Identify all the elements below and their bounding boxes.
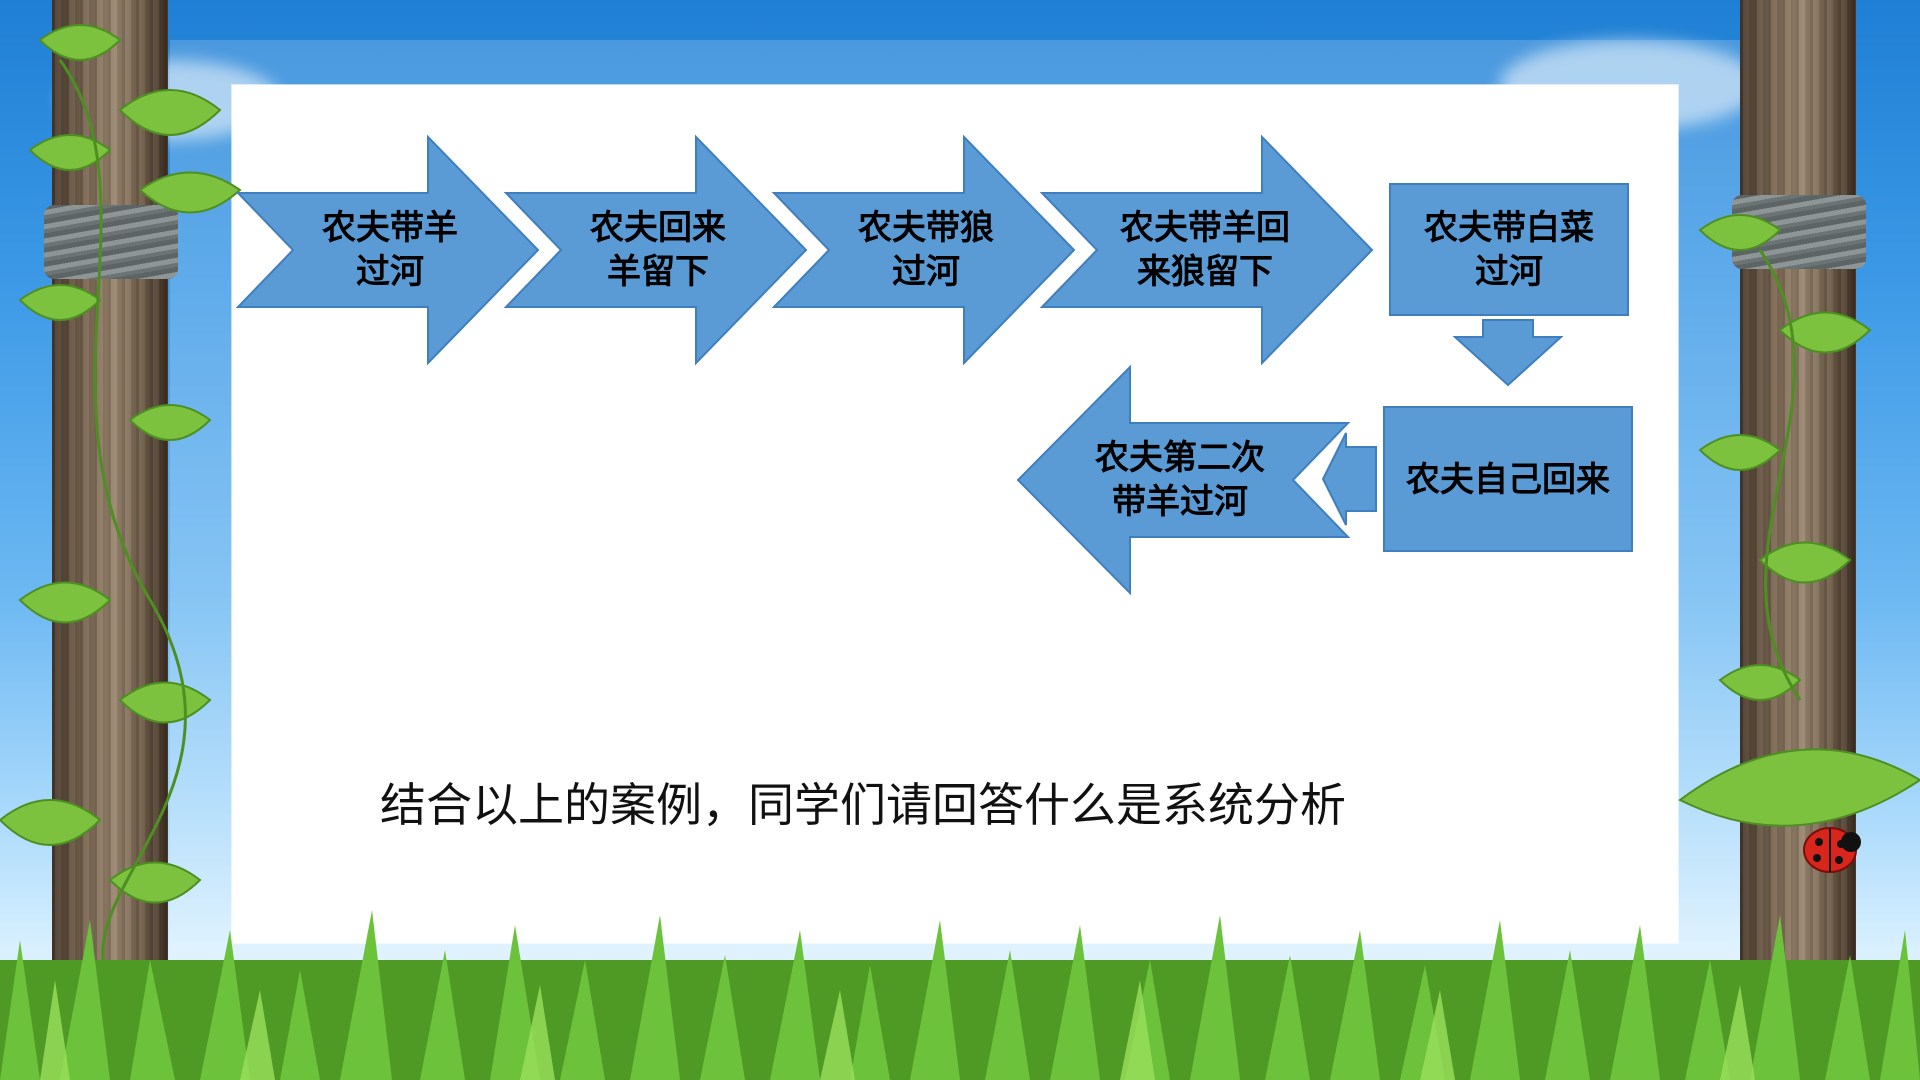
step-5-label: 农夫带白菜过河	[1392, 200, 1626, 300]
question-text: 结合以上的案例，同学们请回答什么是系统分析	[380, 770, 1480, 840]
left-arrow	[1323, 433, 1376, 525]
down-arrow	[1455, 320, 1561, 385]
step-1-label: 农夫带羊过河	[300, 200, 480, 300]
step-4-label: 农夫带羊回来狼留下	[1100, 200, 1310, 300]
step-6-label: 农夫自己回来	[1386, 430, 1630, 530]
step-3-label: 农夫带狼过河	[836, 200, 1016, 300]
step-7-label: 农夫第二次带羊过河	[1080, 430, 1280, 530]
step-2-label: 农夫回来羊留下	[568, 200, 748, 300]
